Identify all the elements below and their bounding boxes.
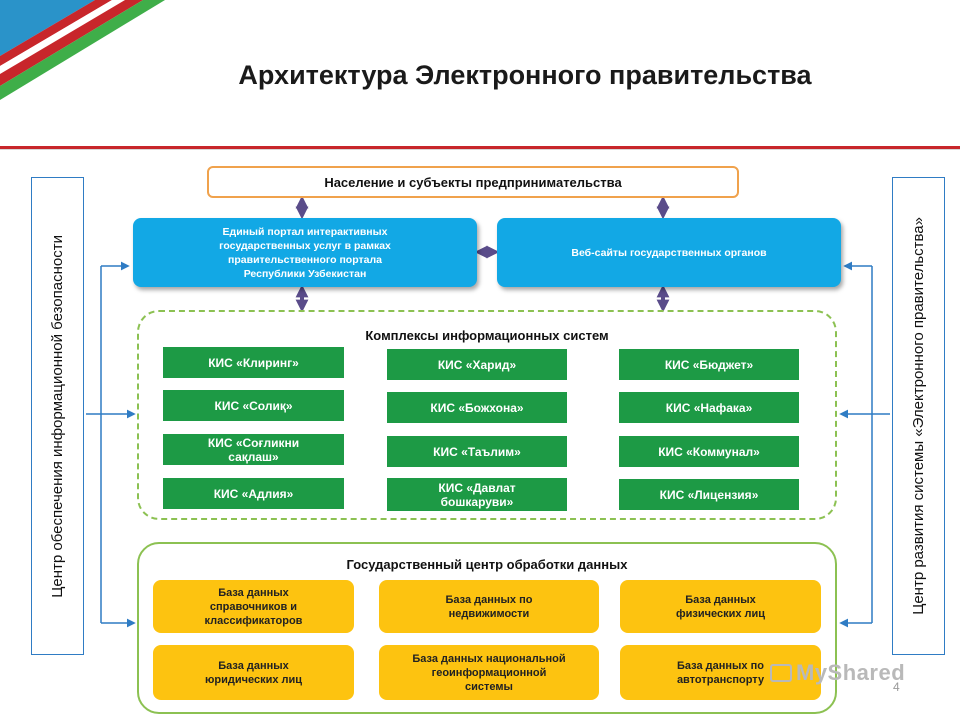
data-center-group bbox=[137, 542, 837, 714]
complexes-title: Комплексы информационных систем bbox=[365, 328, 609, 343]
kis-label: КИС «Давлат bbox=[438, 480, 516, 495]
db-label: системы bbox=[465, 680, 513, 693]
db-label: юридических лиц bbox=[204, 673, 303, 686]
db-label: База данных национальной bbox=[412, 652, 566, 665]
left-side-box: Центр обеспечения информационной безопас… bbox=[31, 177, 84, 655]
kis-label: сақлаш» bbox=[228, 449, 279, 464]
kis-box: КИС «Клиринг» bbox=[163, 347, 344, 378]
websites-box: Веб-сайты государственных органов bbox=[497, 218, 841, 287]
kis-box: КИС «Божхона» bbox=[387, 392, 567, 423]
kis-label: КИС «Соғликни bbox=[207, 435, 300, 450]
kis-label: КИС «Клиринг» bbox=[208, 355, 299, 370]
kis-label: КИС «Божхона» bbox=[430, 400, 524, 415]
right-side-box: Центр развития системы «Электронного пра… bbox=[892, 177, 945, 655]
db-label: физических лиц bbox=[675, 607, 766, 620]
title-divider-shadow bbox=[0, 149, 960, 150]
db-label: геоинформационной bbox=[431, 666, 547, 679]
left-side-label: Центр обеспечения информационной безопас… bbox=[49, 234, 66, 598]
kis-label: бошкаруви» bbox=[440, 494, 514, 509]
db-label: База данных bbox=[685, 593, 756, 606]
complexes-group bbox=[137, 310, 837, 520]
db-label: недвижимости bbox=[448, 607, 530, 620]
kis-box: КИС «Харид» bbox=[387, 349, 567, 380]
flag-decoration bbox=[0, 0, 165, 100]
kis-box: КИС «Таълим» bbox=[387, 436, 567, 467]
right-side-label: Центр развития системы «Электронного пра… bbox=[910, 217, 927, 615]
kis-box: КИС «Адлия» bbox=[163, 478, 344, 509]
kis-label: КИС «Таълим» bbox=[433, 444, 521, 459]
title-divider bbox=[0, 146, 960, 149]
portal-line: Республики Узбекистан bbox=[243, 267, 367, 280]
kis-box: КИС «Бюджет» bbox=[619, 349, 799, 380]
watermark-icon bbox=[770, 664, 792, 682]
db-label: классификаторов bbox=[204, 614, 303, 627]
kis-box: КИС «Солиқ» bbox=[163, 390, 344, 421]
portal-line: правительственного портала bbox=[228, 253, 382, 266]
kis-label: КИС «Бюджет» bbox=[664, 357, 754, 372]
db-label: автотранспорту bbox=[676, 673, 765, 686]
portal-box: Единый портал интерактивных государствен… bbox=[133, 218, 477, 287]
watermark: MyShared bbox=[770, 660, 905, 686]
db-label: База данных по bbox=[677, 659, 764, 672]
portal-line: Единый портал интерактивных bbox=[222, 225, 388, 238]
kis-label: КИС «Солиқ» bbox=[214, 398, 293, 413]
portal-line: государственных услуг в рамках bbox=[219, 239, 391, 252]
kis-box: КИС «Коммунал» bbox=[619, 436, 799, 467]
db-label: База данных по bbox=[445, 593, 533, 606]
kis-box: КИС «Лицензия» bbox=[619, 479, 799, 510]
kis-label: КИС «Нафака» bbox=[665, 400, 753, 415]
population-box: Население и субъекты предпринимательства bbox=[207, 166, 739, 198]
kis-label: КИС «Харид» bbox=[437, 357, 517, 372]
db-label: База данных bbox=[218, 586, 289, 599]
kis-box: КИС «Нафака» bbox=[619, 392, 799, 423]
kis-label: КИС «Лицензия» bbox=[659, 487, 759, 502]
watermark-text: MyShared bbox=[796, 660, 906, 685]
data-center-title: Государственный центр обработки данных bbox=[346, 557, 628, 572]
page-number: 4 bbox=[893, 680, 900, 694]
kis-label: КИС «Коммунал» bbox=[658, 444, 760, 459]
db-label: справочников и bbox=[209, 600, 298, 613]
db-label: База данных bbox=[218, 659, 289, 672]
kis-label: КИС «Адлия» bbox=[213, 486, 294, 501]
page-title: Архитектура Электронного правительства bbox=[238, 60, 812, 90]
